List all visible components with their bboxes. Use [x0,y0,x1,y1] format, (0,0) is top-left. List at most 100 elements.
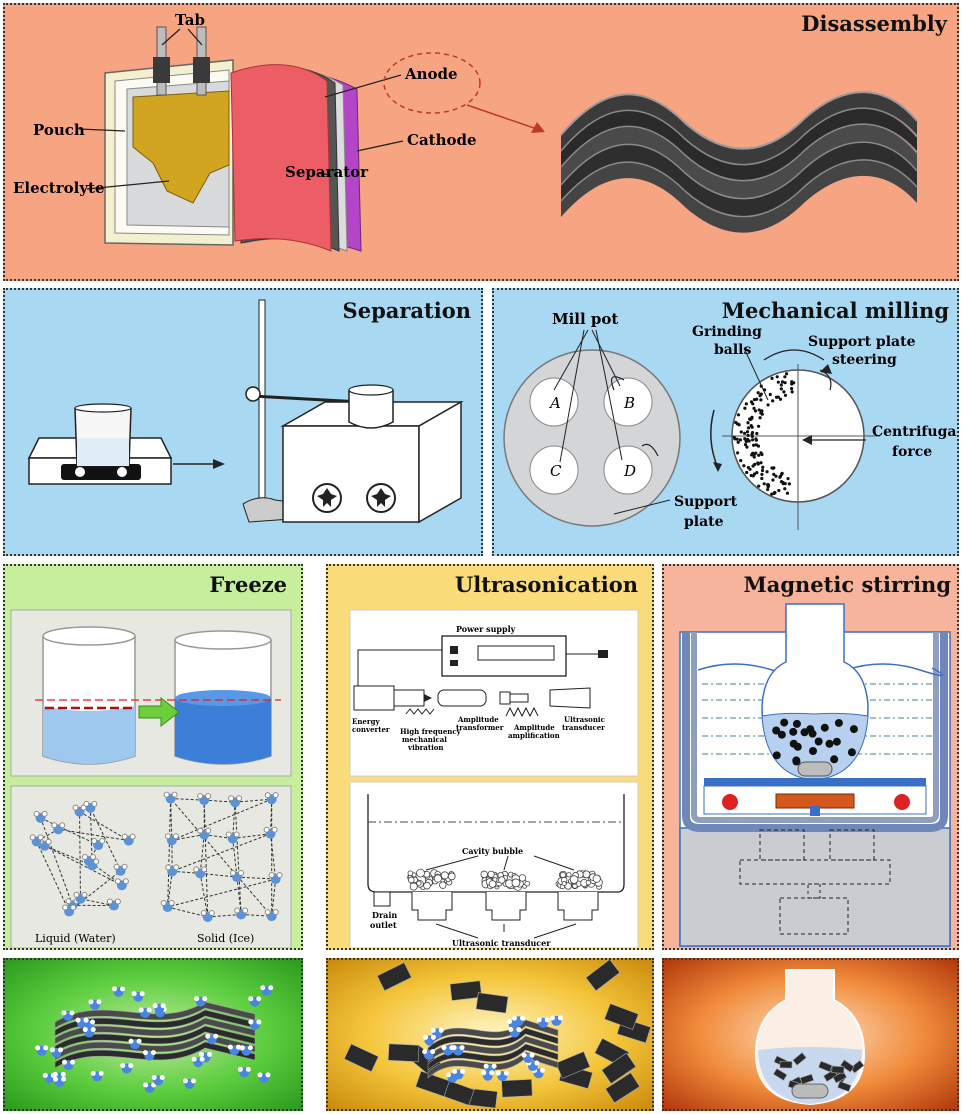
grinding-ball [790,380,794,384]
graphite-sheet [427,1027,559,1055]
ampa2-label: amplification [508,731,560,740]
freeze-illustration: Liquid (Water) Solid (Ice) [10,609,292,948]
grinding-ball [757,408,761,412]
hydrogen-atom [200,909,207,916]
molecule-h [136,1038,142,1044]
grinding-ball [753,409,758,413]
molecule-h [516,1026,522,1032]
milling-illustration: A B C D Mill pot Grinding balls Support … [503,310,957,530]
power-supply-label: Power supply [456,624,516,634]
molecule-h [61,1076,67,1082]
grinding-ball [766,487,770,492]
grinding-ball [772,472,776,476]
grinding-ball [757,453,761,457]
molecule-h [544,1017,550,1023]
hydrogen-atom [173,864,180,871]
molecule-h [534,1060,540,1066]
flake [849,1059,865,1074]
flake [605,1072,641,1104]
grinding-ball [745,430,750,434]
grinding-ball [787,482,791,486]
flake [601,1052,637,1085]
molecule-h [139,991,145,997]
pot-d-label: D [623,462,636,480]
hydrogen-bond [199,834,205,874]
cavity-bubble [569,875,579,884]
molecule-h [248,996,254,1002]
grinding-ball [755,431,759,436]
molecule-h [483,1063,489,1069]
grinding-ball [746,421,750,425]
grinding-ball [743,443,748,447]
cavity-bubble [416,868,425,878]
grinding-ball [759,384,763,388]
molecule-h [245,1066,251,1072]
magnetic-illustration [679,603,951,947]
hydrogen-bond [79,811,81,899]
hydrogen-bond [167,906,208,918]
hydrogen-atom [114,898,121,905]
molecule-h [491,1063,497,1069]
hydrogen-atom [228,795,235,802]
hydrogen-atom [168,900,175,907]
hydrogen-bond [232,802,236,839]
grinding-ball [745,470,749,475]
hydrogen-atom [129,833,136,840]
hydrogen-bond [172,833,271,872]
molecule-h [507,1018,513,1024]
grinding-ball [750,453,754,457]
cavity-bubble [439,881,447,889]
grinding-ball [748,467,752,471]
cavity-bubble [409,882,418,891]
molecule-h [53,1076,59,1082]
graphite-sheet [54,1033,256,1061]
centrifugal-label: Centrifugal [872,424,957,440]
amp1-label: Amplitude [457,715,499,724]
hydrogen-bond [234,802,242,915]
hf1-label: High frequency [400,727,462,736]
grinding-ball [756,461,760,465]
molecule-h [207,1051,213,1057]
molecule-h [239,1045,245,1051]
molecule-h [227,1044,233,1050]
label-electrolyte: Electrolyte [13,179,105,197]
magnetic-title: Magnetic stirring [743,572,952,597]
molecule-h [260,985,266,991]
hydrogen-atom [225,831,232,838]
grinding-ball [790,390,794,394]
cavity-bubble [416,880,422,886]
ampa1-label: Amplitude [513,723,555,732]
molecule-h [430,1049,436,1055]
hydrogen-atom [93,858,100,865]
grinding-ball [774,395,779,399]
grinding-ball [771,478,775,482]
hydrogen-atom [65,898,72,905]
amp2-label: transformer [456,723,504,732]
grinding-ball [786,476,790,481]
separation-panel: Separation [3,288,483,556]
grinding-ball [760,476,764,481]
graphite-sheet [427,1019,559,1047]
molecule-h [445,1072,451,1078]
grinding-ball [756,444,761,448]
molecule-h [43,1045,49,1051]
molecule-h [160,1003,166,1009]
grinding-ball [752,453,756,458]
grinding-ball [780,380,785,384]
grinding-ball [757,484,761,488]
molecule-h [69,1010,75,1016]
flakes-in-flask [772,1052,865,1093]
cavity-bubble [511,878,521,888]
grinding-ball [755,471,759,475]
flake [837,1080,852,1093]
grinding-label: Grinding [692,324,762,340]
molecule-h [536,1017,542,1023]
grinding-ball [773,491,777,495]
hydrogen-atom [90,854,97,861]
milling-title: Mechanical milling [721,298,949,323]
molecule-h [459,1045,465,1051]
support-plate [503,349,681,527]
molecule-h [98,1070,104,1076]
hydrogen-atom [263,826,270,833]
hydrogen-atom [121,833,128,840]
